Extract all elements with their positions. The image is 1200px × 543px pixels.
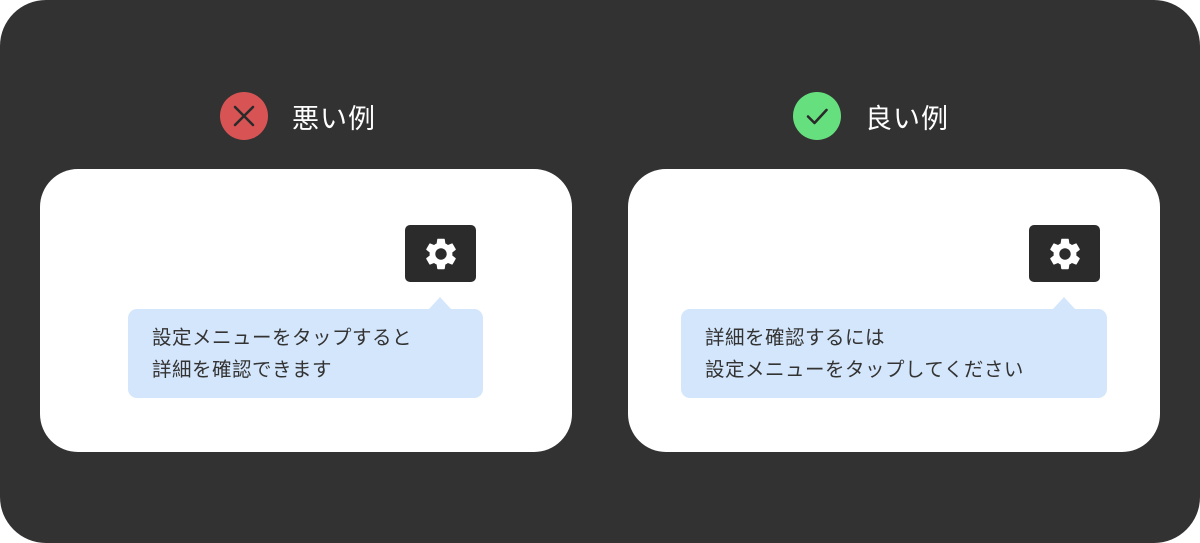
bad-example-header: 悪い例 (220, 92, 376, 140)
good-tooltip: 詳細を確認するには 設定メニューをタップしてください (681, 309, 1107, 398)
good-example-header: 良い例 (793, 92, 949, 140)
tooltip-line-1: 詳細を確認するには (705, 326, 886, 349)
bad-example-card: 設定メニューをタップすると 詳細を確認できます (40, 169, 572, 452)
tooltip-line-1: 設定メニューをタップすると (152, 326, 413, 349)
check-icon (806, 108, 828, 125)
tooltip-pointer (1053, 297, 1075, 309)
gear-icon (1049, 238, 1080, 269)
settings-button[interactable] (405, 225, 476, 282)
bad-tooltip: 設定メニューをタップすると 詳細を確認できます (128, 309, 483, 398)
good-example-label: 良い例 (865, 103, 949, 135)
good-badge (793, 92, 841, 140)
bad-example-label: 悪い例 (292, 103, 376, 135)
tooltip-line-2: 詳細を確認できます (152, 358, 333, 381)
tooltip-line-2: 設定メニューをタップしてください (705, 358, 1024, 381)
x-icon (233, 105, 255, 127)
good-example-card: 詳細を確認するには 設定メニューをタップしてください (628, 169, 1160, 452)
bad-badge (220, 92, 268, 140)
tooltip-pointer (429, 297, 451, 309)
gear-icon (425, 238, 456, 269)
settings-button[interactable] (1029, 225, 1100, 282)
